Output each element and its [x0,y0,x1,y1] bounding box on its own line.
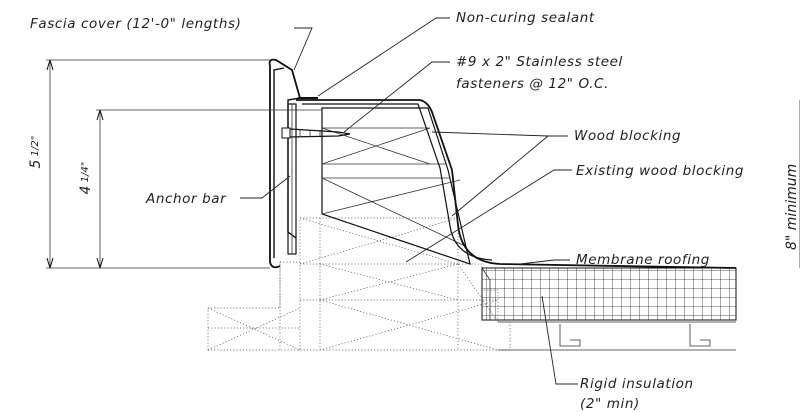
leader-wood-blocking [431,131,568,137]
stainless-steel-fastener [281,127,351,139]
wood-blocking [321,107,471,265]
leader-sealant [317,17,450,97]
dimension-inner-fraction: 1/4" [80,162,91,183]
label-anchor-bar: Anchor bar [145,191,227,207]
label-fasteners-line2: fasteners @ 12" O.C. [456,76,609,92]
label-wood-blocking: Wood blocking [574,128,681,144]
label-fasteners-line1: #9 x 2" Stainless steel [456,54,623,70]
rigid-insulation [481,267,737,351]
label-rigid-insulation-line1: Rigid insulation [580,376,694,392]
leader-membrane [519,259,570,265]
label-existing-wood-blocking: Existing wood blocking [576,163,744,179]
existing-wood-blocking [207,217,511,351]
label-non-curing-sealant: Non-curing sealant [456,10,595,26]
label-rigid-insulation-line2: (2" min) [580,396,640,412]
leader-wood-blocking-2 [451,135,549,217]
label-membrane-roofing: Membrane roofing [576,252,710,268]
membrane-roofing [296,99,737,269]
dimension-outer-fraction: 1/2" [30,136,41,157]
dimension-inner [96,109,322,269]
leader-existing-blocking [405,169,572,263]
leaders [240,17,578,385]
dimension-outer-whole: 5 [28,159,44,168]
leader-fascia-cover [293,27,313,71]
dimension-right-minimum: 8" minimum [784,164,800,250]
leader-fasteners [343,61,450,133]
leader-insulation [541,295,578,385]
anchor-bar [287,103,297,255]
dimension-inner-whole: 4 [78,186,94,195]
label-fascia-cover: Fascia cover (12'-0" lengths) [30,16,241,32]
dimension-outer [46,59,270,269]
leader-anchor-bar [240,175,291,199]
